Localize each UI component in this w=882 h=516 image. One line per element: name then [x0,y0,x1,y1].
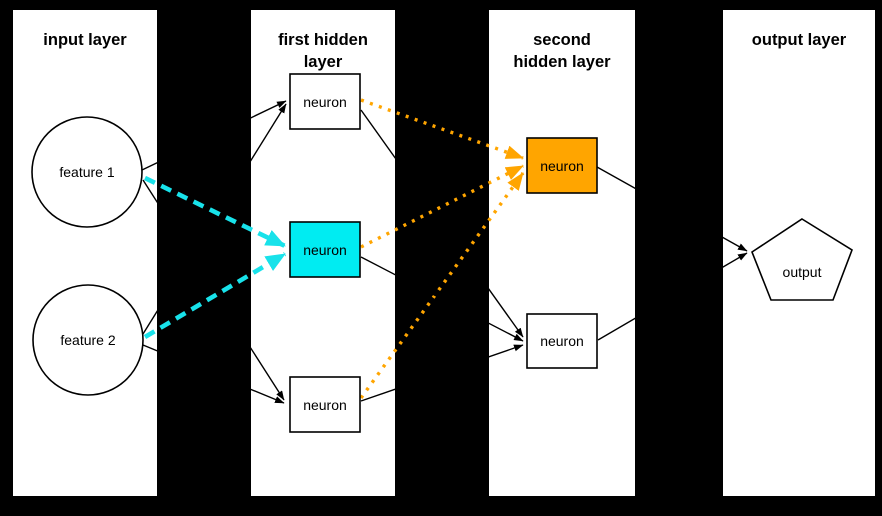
hidden1-bottom-label: neuron [303,397,347,413]
edge-feature2-to-hidden1-bottom [142,344,285,404]
edge-hidden1-mid-to-hidden2-bottom [360,256,524,342]
edge-feature1-to-hidden1-mid-highlight [143,175,287,249]
output-label: output [783,264,822,280]
input-layer-title: input layer [43,31,127,49]
panel-second-hidden-layer: second hidden layer [489,10,635,496]
edge-hidden1-top-to-hidden2-top-highlight [360,98,524,160]
node-feature-2 [32,284,144,396]
edge-feature2-to-hidden1-mid-highlight [143,252,287,339]
node-output [751,218,853,301]
edge-hidden1-bottom-to-hidden2-top-highlight [359,172,525,399]
output-layer-title: output layer [751,31,847,49]
hidden2-bottom-label: neuron [540,333,584,349]
edge-feature1-to-hidden1-top [141,100,287,171]
node-hidden2-top [526,137,598,194]
edge-feature2-to-hidden1-top [142,103,287,335]
node-hidden1-bottom [289,376,361,433]
node-feature-1 [31,116,143,228]
edge-feature1-to-hidden1-bottom [142,179,285,401]
second-hidden-layer-title: second hidden layer [513,31,611,71]
hidden1-mid-label: neuron [303,242,347,258]
hidden2-top-label: neuron [540,158,584,174]
node-hidden1-mid [289,221,361,278]
node-hidden1-top [289,73,361,130]
edge-hidden1-top-to-hidden2-bottom [360,109,524,338]
edge-hidden1-bottom-to-hidden2-bottom [360,344,524,402]
hidden1-top-label: neuron [303,94,347,110]
edge-hidden2-top-to-output [596,166,748,252]
feature-1-label: feature 1 [59,164,114,180]
panel-input-layer: input layer [13,10,157,496]
edge-hidden1-mid-to-hidden2-top-highlight [360,164,524,249]
first-hidden-layer-title: first hidden layer [278,31,368,71]
edge-hidden2-bottom-to-output [597,252,748,341]
node-hidden2-bottom [526,313,598,369]
feature-2-label: feature 2 [60,332,115,348]
